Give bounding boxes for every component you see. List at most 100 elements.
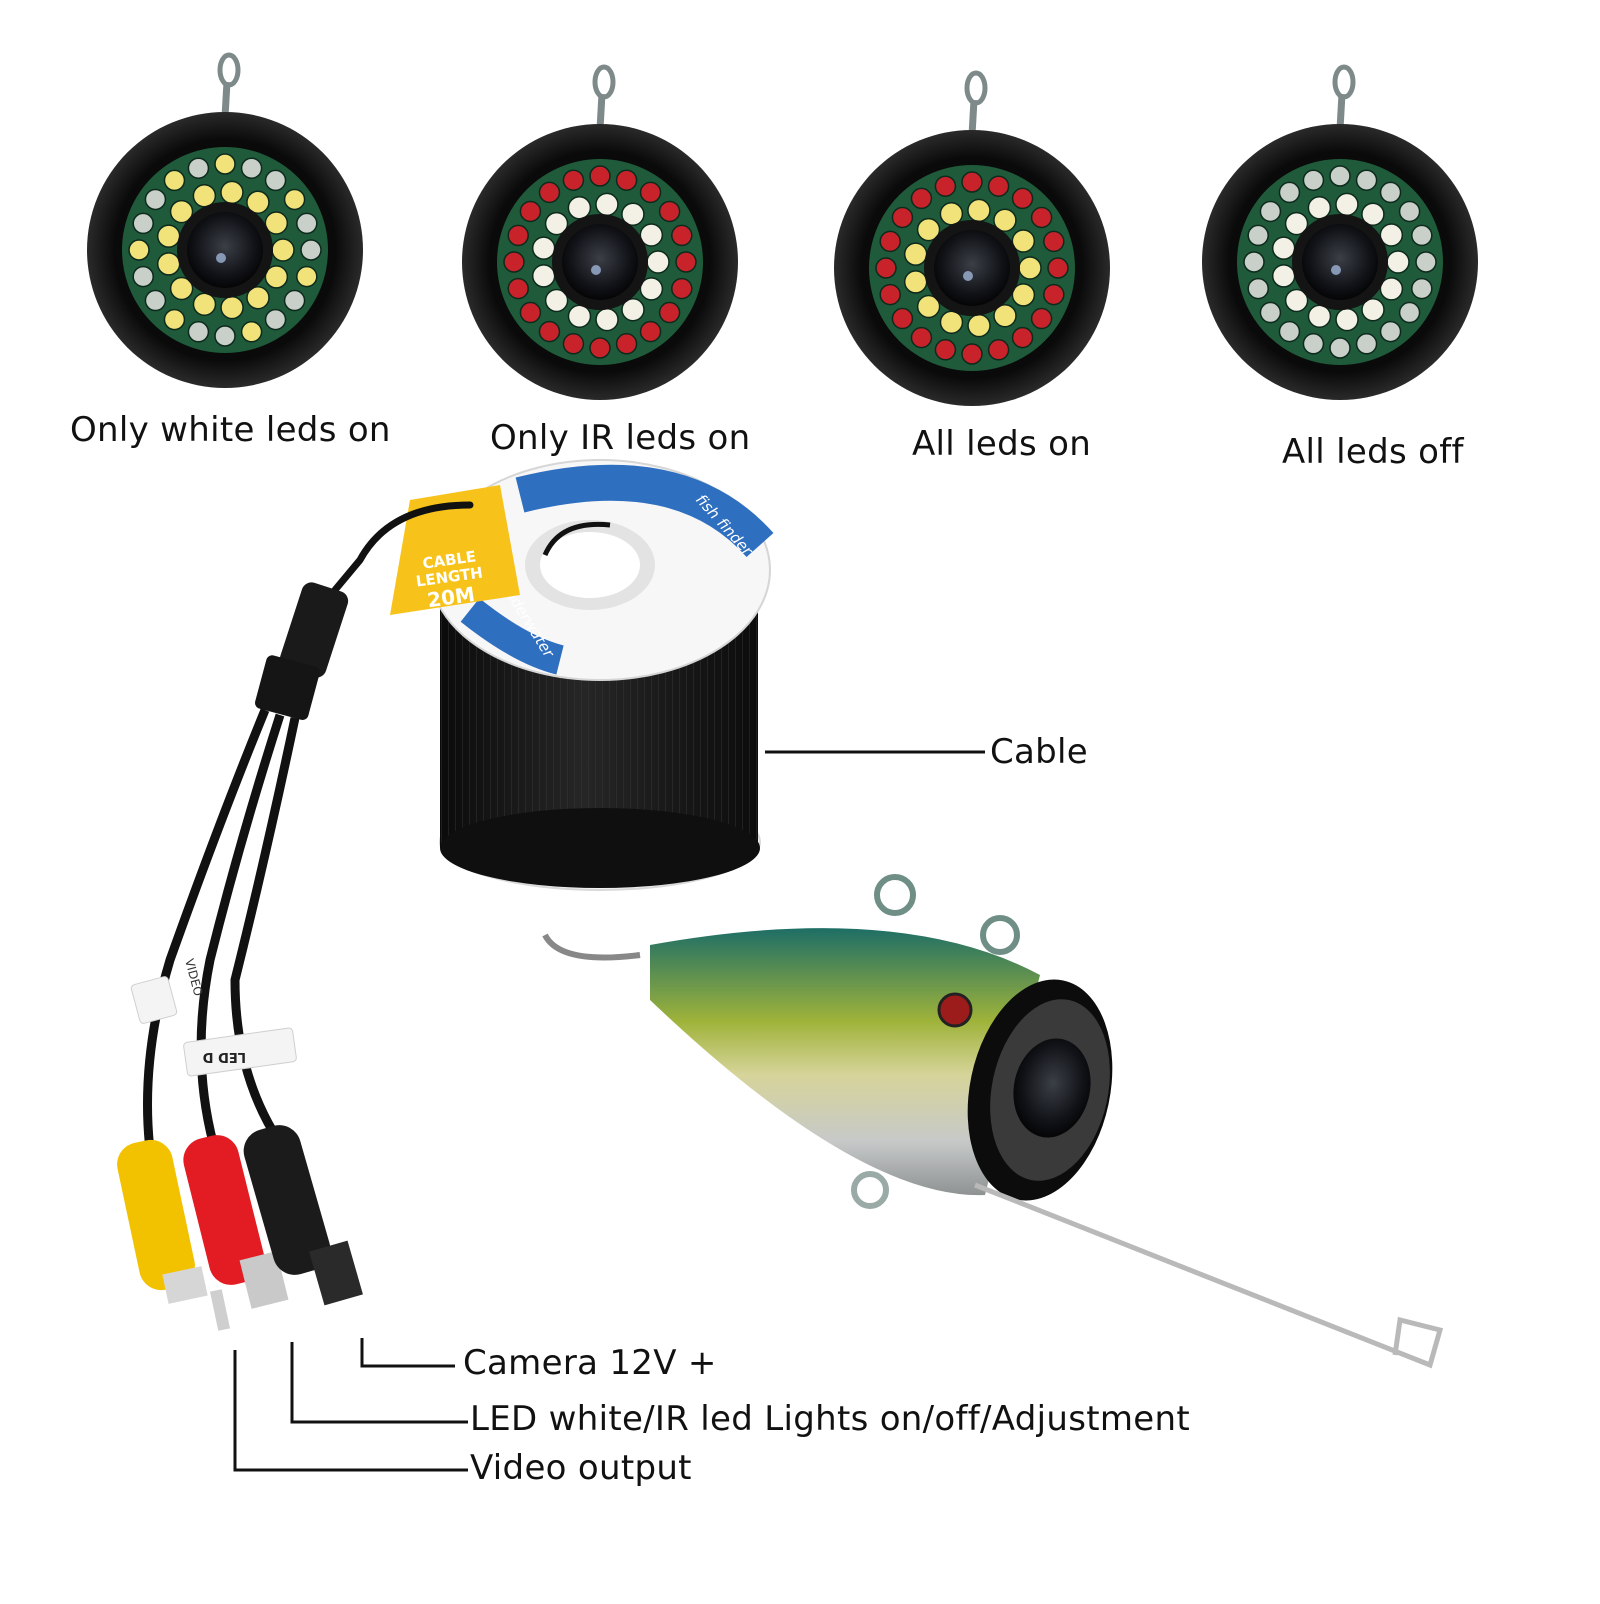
- camera-face-white: [87, 52, 363, 388]
- cable-length-tag: CABLE LENGTH 20M: [390, 485, 520, 615]
- led-outer: [214, 325, 236, 347]
- led-inner: [967, 198, 991, 223]
- led-outer: [934, 175, 957, 197]
- led-outer: [987, 175, 1010, 197]
- led-outer: [1415, 251, 1437, 273]
- reel-band-top: [515, 464, 774, 558]
- led-inner: [595, 192, 619, 217]
- led-outer: [562, 169, 585, 191]
- led-outer: [163, 169, 186, 192]
- led-outer: [1329, 337, 1351, 359]
- lead-label-led: LED D: [183, 1027, 297, 1077]
- led-inner: [916, 217, 941, 242]
- led-outer: [1329, 165, 1351, 187]
- led-inner: [1335, 192, 1359, 217]
- led-outer: [589, 165, 611, 187]
- led-inner: [156, 252, 181, 276]
- led-outer: [1398, 200, 1421, 223]
- camera-lens: [187, 212, 263, 288]
- caption-white-leds: Only white leds on: [70, 410, 391, 450]
- led-inner: [646, 250, 670, 274]
- led-outer: [1259, 200, 1282, 223]
- led-inner: [192, 292, 217, 316]
- led-inner: [531, 236, 556, 260]
- led-outer: [1355, 169, 1378, 191]
- led-outer: [187, 321, 210, 343]
- led-outer: [163, 308, 186, 331]
- dc-plug-black: [243, 1125, 363, 1306]
- led-outer: [1398, 301, 1421, 324]
- led-outer: [1030, 307, 1053, 330]
- led-outer: [264, 169, 287, 192]
- camera-face-all: [834, 70, 1110, 406]
- led-inner: [639, 277, 664, 301]
- led-inner: [220, 295, 244, 320]
- led-outer: [1302, 169, 1325, 191]
- led-outer: [538, 181, 561, 204]
- led-outer: [1379, 320, 1402, 343]
- led-outer: [1043, 230, 1065, 253]
- led-outer: [615, 169, 638, 191]
- camera-lens: [934, 230, 1010, 306]
- led-inner: [1011, 283, 1036, 307]
- led-inner: [567, 196, 592, 220]
- led-outer: [961, 343, 983, 365]
- led-outer: [1243, 251, 1265, 273]
- led-outer: [639, 181, 662, 204]
- led-inner: [264, 265, 289, 289]
- led-inner: [1018, 256, 1042, 280]
- led-outer: [658, 200, 681, 223]
- led-outer: [132, 212, 154, 235]
- led-outer: [507, 224, 529, 247]
- svg-text:LED D: LED D: [203, 1049, 246, 1064]
- led-outer: [283, 289, 306, 312]
- led-outer: [934, 339, 957, 361]
- led-inner: [1284, 288, 1309, 313]
- led-outer: [128, 239, 150, 261]
- led-outer: [1278, 181, 1301, 204]
- led-inner: [1379, 277, 1404, 301]
- led-inner: [192, 184, 217, 208]
- led-inner: [993, 303, 1017, 328]
- callout-cable: Cable: [990, 732, 1089, 772]
- caption-all-leds-off: All leds off: [1282, 432, 1464, 472]
- led-outer: [538, 320, 561, 343]
- led-outer: [1030, 206, 1053, 229]
- led-outer: [240, 157, 263, 179]
- led-inner: [544, 211, 569, 236]
- caption-ir-leds: Only IR leds on: [490, 418, 751, 458]
- camera-face-ir: [462, 64, 738, 400]
- led-inner: [1307, 196, 1332, 220]
- led-outer: [519, 200, 542, 223]
- led-inner: [531, 264, 556, 288]
- led-outer: [187, 157, 210, 179]
- led-outer: [910, 187, 933, 210]
- led-outer: [503, 251, 525, 273]
- camera-lens: [562, 224, 638, 300]
- reel-band-bottom: [460, 598, 564, 675]
- led-outer: [1011, 187, 1034, 210]
- led-outer: [507, 277, 529, 300]
- led-inner: [1271, 236, 1296, 260]
- led-inner: [621, 202, 645, 226]
- callout-video-output: Video output: [470, 1448, 692, 1488]
- led-inner: [967, 313, 991, 338]
- led-inner: [903, 242, 928, 266]
- callout-led-control: LED white/IR led Lights on/off/Adjustmen…: [470, 1399, 1191, 1439]
- led-outer: [214, 153, 236, 175]
- led-outer: [1043, 283, 1065, 306]
- led-outer: [658, 301, 681, 324]
- led-inner: [271, 238, 295, 262]
- led-outer: [879, 283, 901, 306]
- led-inner: [1307, 304, 1332, 328]
- led-inner: [246, 285, 270, 310]
- callout-lines: [233, 750, 985, 1472]
- led-outer: [1411, 277, 1433, 300]
- led-outer: [296, 212, 318, 235]
- led-outer: [1302, 333, 1325, 355]
- led-outer: [562, 333, 585, 355]
- led-inner: [567, 304, 592, 328]
- led-inner: [1379, 223, 1404, 247]
- led-inner: [1011, 229, 1036, 253]
- led-outer: [891, 307, 914, 330]
